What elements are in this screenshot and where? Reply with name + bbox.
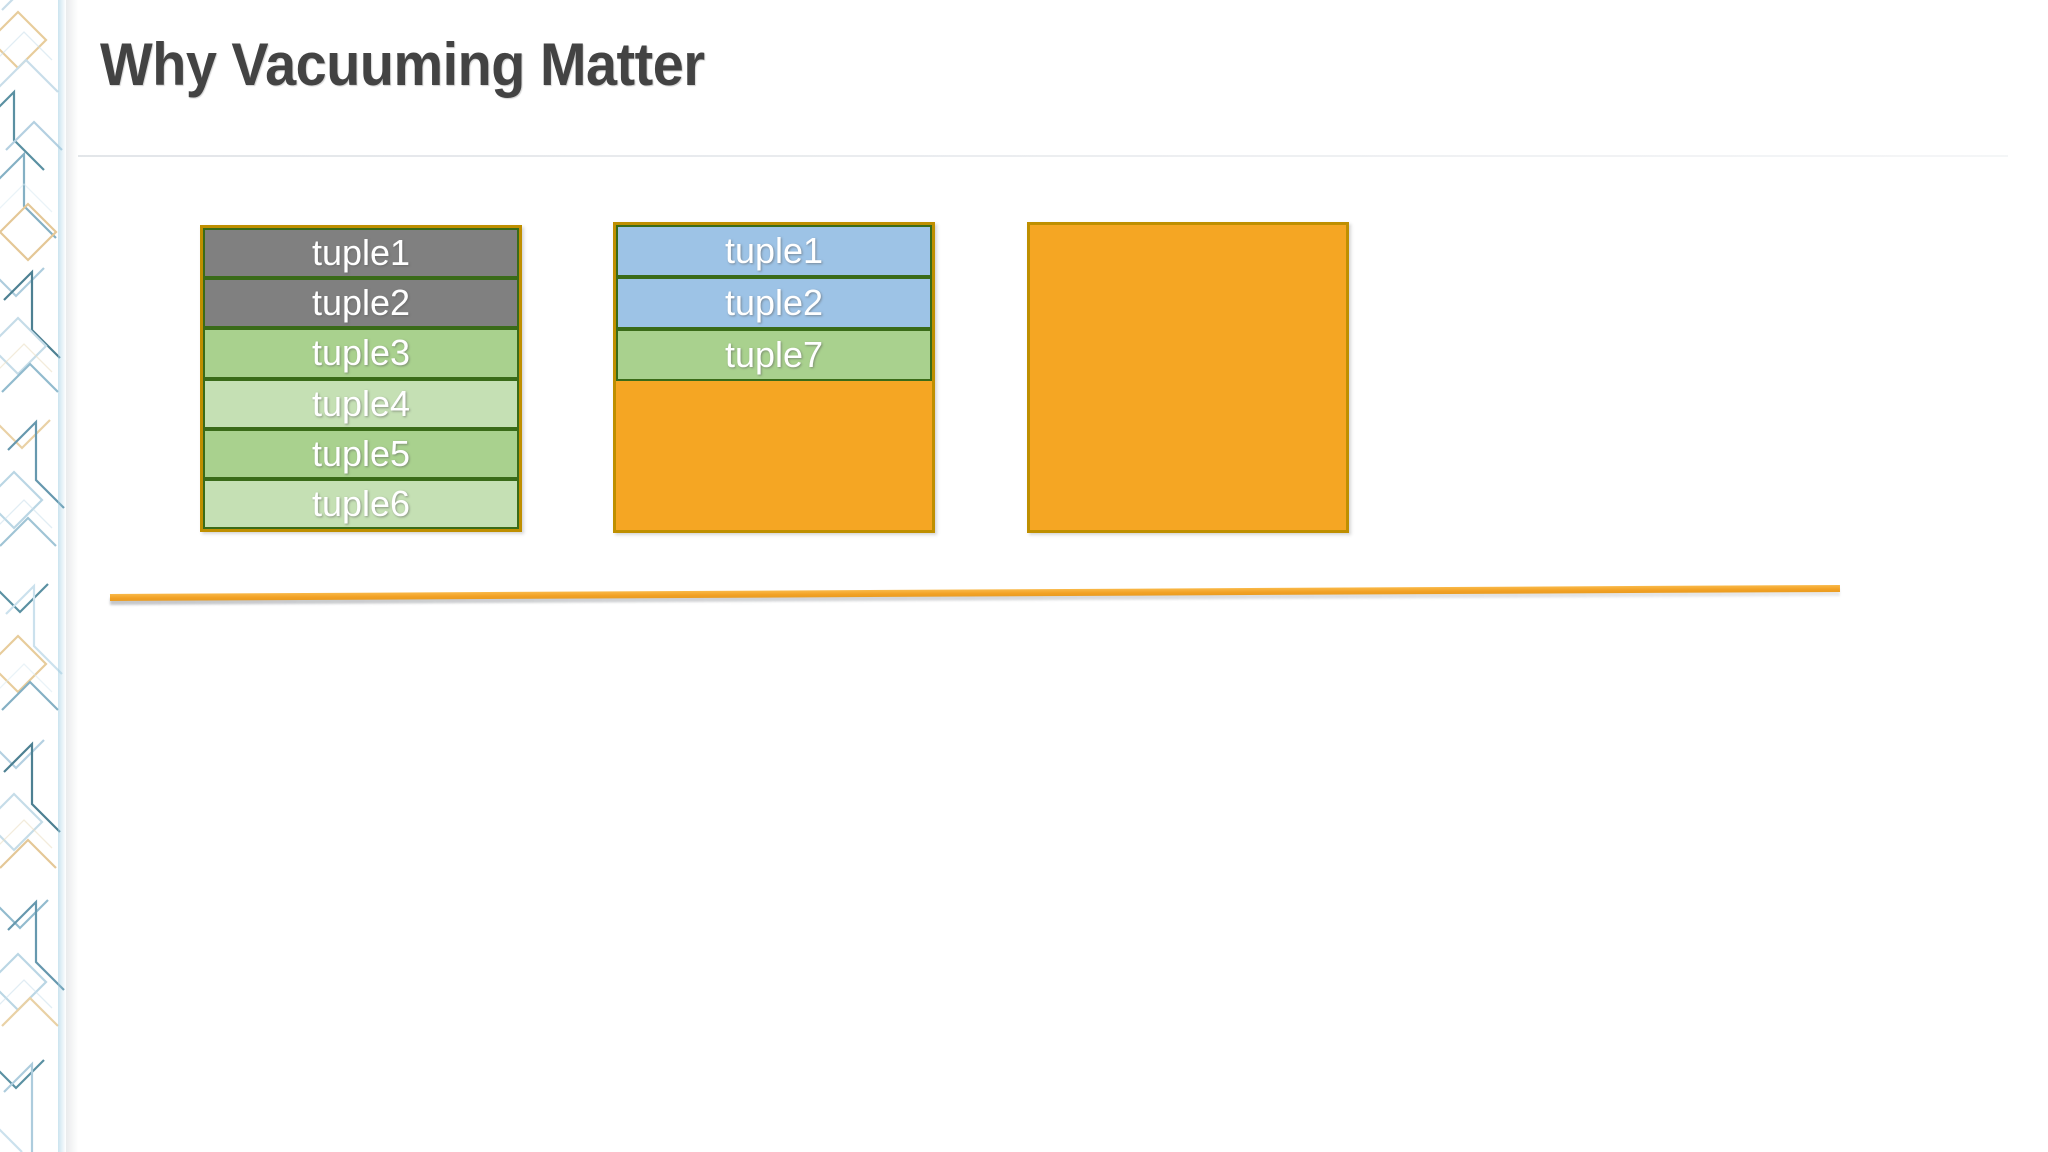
tuple-label: tuple4: [311, 382, 411, 424]
tuple-label: tuple2: [311, 282, 411, 324]
tuple-label: tuple5: [311, 432, 411, 474]
tuple-row: tuple2: [616, 277, 932, 329]
tuple-row: tuple1: [203, 228, 519, 279]
tuple-row: tuple7: [616, 329, 932, 381]
free-space-area: [1030, 225, 1346, 530]
tuple-row: tuple5: [203, 428, 519, 479]
decor-drop-shadow: [66, 0, 78, 1152]
tuple-row: tuple6: [203, 478, 519, 530]
tuple-row: tuple4: [203, 378, 519, 429]
tuple-label: tuple1: [724, 230, 824, 271]
tuple-label: tuple3: [311, 332, 411, 374]
slide-title: Why Vacuuming Matter: [100, 31, 705, 98]
heap-page-before-vacuum: tuple1 tuple2 tuple3 tuple4 tuple5 tuple…: [200, 225, 522, 532]
circuit-pattern-icon: [0, 0, 66, 1152]
tuple-row: tuple1: [616, 225, 932, 277]
heap-page-empty: [1027, 222, 1349, 533]
left-decorative-border: [0, 0, 66, 1152]
title-underline: [78, 155, 2008, 157]
tuple-label: tuple6: [311, 482, 411, 524]
tuple-row: tuple3: [203, 328, 519, 379]
bottom-divider: [109, 584, 1840, 608]
free-space-area: [616, 381, 932, 530]
tuple-label: tuple1: [311, 232, 411, 274]
heap-page-after-vacuum: tuple1 tuple2 tuple7: [613, 222, 935, 533]
tuple-row: tuple2: [203, 278, 519, 329]
decor-edge-gradient: [58, 0, 66, 1152]
tuple-label: tuple7: [724, 334, 824, 375]
tuple-label: tuple2: [724, 282, 824, 323]
